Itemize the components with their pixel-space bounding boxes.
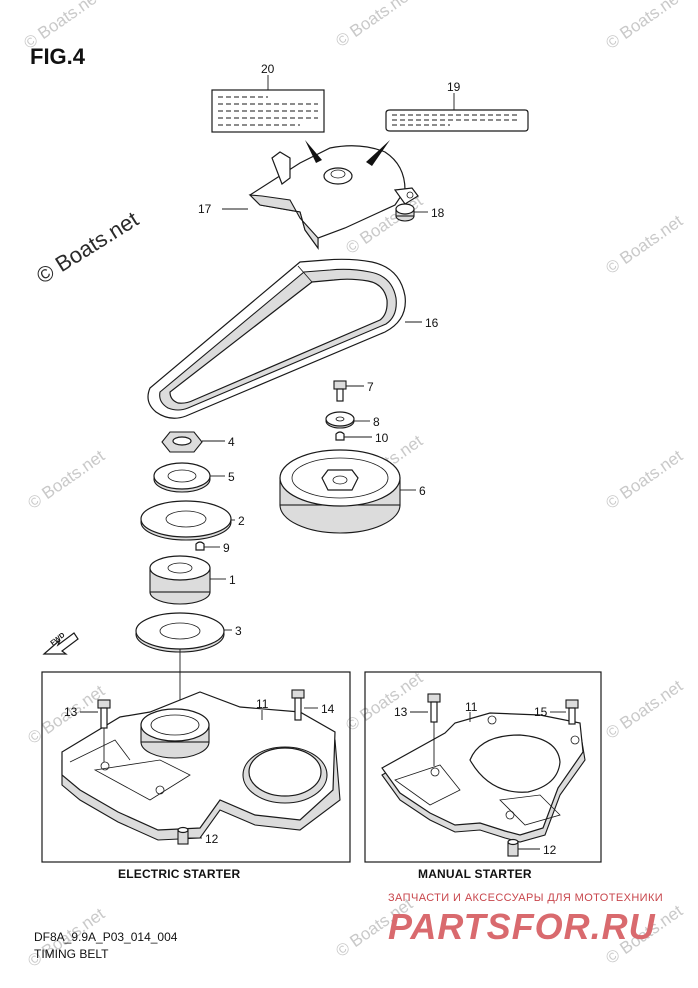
callout-1: 1 bbox=[229, 573, 236, 587]
callout-19: 19 bbox=[447, 80, 461, 94]
callout-11-electric: 11 bbox=[256, 697, 269, 711]
callout-13-electric: 13 bbox=[64, 705, 78, 719]
callout-12-electric: 12 bbox=[205, 832, 219, 846]
part-16-timing-belt bbox=[147, 258, 422, 419]
part-19-caution-label bbox=[385, 93, 529, 132]
callout-5: 5 bbox=[228, 470, 235, 484]
callout-16: 16 bbox=[425, 316, 439, 330]
callout-20: 20 bbox=[261, 62, 275, 76]
callout-14: 14 bbox=[321, 702, 335, 716]
callout-15: 15 bbox=[534, 705, 548, 719]
figure-title: FIG.4 bbox=[30, 44, 86, 69]
callout-11-manual: 11 bbox=[465, 700, 478, 714]
diagram-code: DF8A_9.9A_P03_014_004 bbox=[34, 930, 178, 944]
callout-18: 18 bbox=[431, 206, 445, 220]
callout-17: 17 bbox=[198, 202, 212, 216]
part-9-key bbox=[195, 541, 220, 551]
part-7-bolt bbox=[333, 380, 364, 402]
brand-logo: PARTSFOR.RU bbox=[388, 906, 656, 947]
part-18-grommet bbox=[395, 203, 428, 222]
brand-tagline: ЗАПЧАСТИ И АКСЕССУАРЫ ДЛЯ МОТОТЕХНИКИ bbox=[388, 892, 664, 904]
callout-6: 6 bbox=[419, 484, 426, 498]
part-20-label-sticker bbox=[211, 75, 325, 133]
part-17-belt-cover bbox=[222, 140, 419, 250]
diagram-title: TIMING BELT bbox=[34, 947, 109, 961]
part-1-crankshaft-pulley bbox=[149, 555, 226, 605]
manual-starter-box bbox=[364, 671, 602, 863]
section-label-manual: MANUAL STARTER bbox=[418, 867, 532, 881]
callout-4: 4 bbox=[228, 435, 235, 449]
part-5-plate bbox=[153, 462, 225, 493]
part-4-nut bbox=[161, 431, 225, 453]
callout-10: 10 bbox=[375, 431, 389, 445]
callout-8: 8 bbox=[373, 415, 380, 429]
callout-13-manual: 13 bbox=[394, 705, 408, 719]
part-6-camshaft-pulley bbox=[279, 449, 416, 534]
callout-12-manual: 12 bbox=[543, 843, 557, 857]
part-8-washer bbox=[325, 411, 370, 429]
part-2-guide-plate bbox=[140, 500, 235, 541]
electric-starter-box bbox=[41, 671, 351, 863]
part-10-key bbox=[335, 431, 372, 441]
callout-2: 2 bbox=[238, 514, 245, 528]
fwd-arrow-icon bbox=[42, 632, 79, 655]
callout-9: 9 bbox=[223, 541, 230, 555]
section-label-electric: ELECTRIC STARTER bbox=[118, 867, 241, 881]
callout-3: 3 bbox=[235, 624, 242, 638]
callout-7: 7 bbox=[367, 380, 374, 394]
